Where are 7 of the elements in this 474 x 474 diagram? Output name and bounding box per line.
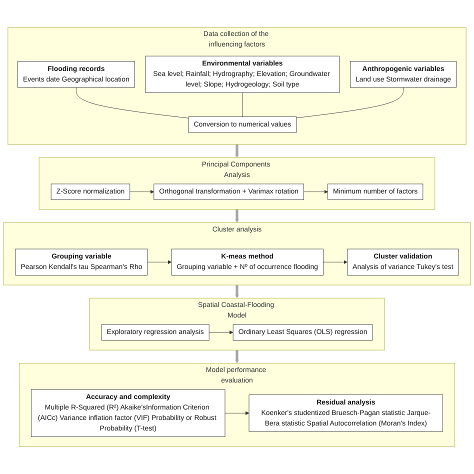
arrow <box>235 209 239 223</box>
arrow <box>235 144 239 158</box>
arrow <box>235 284 239 298</box>
connector <box>76 87 189 118</box>
connector <box>242 92 243 117</box>
arrow <box>235 350 239 364</box>
connector <box>296 87 404 118</box>
